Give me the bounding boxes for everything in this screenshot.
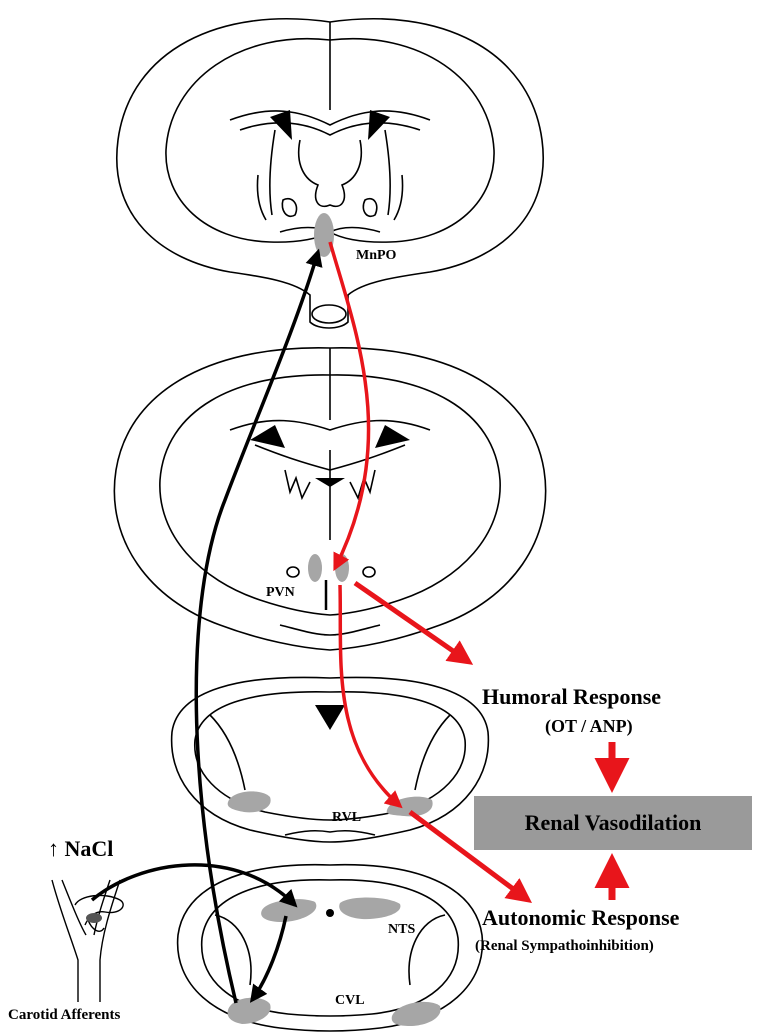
- renal-vasodilation-label: Renal Vasodilation: [525, 810, 702, 836]
- brain-section-pvn: [114, 348, 545, 650]
- label-nacl: ↑ NaCl: [48, 836, 113, 862]
- renal-vasodilation-box: Renal Vasodilation: [474, 796, 752, 850]
- rvl-nucleus-left: [228, 791, 271, 812]
- nts-to-cvl-arrow: [252, 916, 286, 1000]
- label-nts: NTS: [388, 922, 415, 938]
- brain-section-rvl: [172, 677, 489, 842]
- autonomic-response-subtitle: (Renal Sympathoinhibition): [475, 938, 654, 955]
- nts-nucleus-left: [261, 899, 316, 922]
- label-carotid-afferents: Carotid Afferents: [8, 1007, 120, 1024]
- brain-section-mnpo: [117, 19, 543, 328]
- pvn-nucleus-right: [335, 554, 349, 582]
- carotid-afferents-illustration: [52, 880, 123, 1002]
- nts-nucleus-right: [339, 897, 400, 919]
- cvl-nucleus-right: [392, 1002, 441, 1026]
- humoral-response-subtitle: (OT / ANP): [545, 716, 633, 737]
- pvn-nucleus-left: [308, 554, 322, 582]
- mnpo-to-pvn-arrow: [330, 242, 369, 568]
- label-cvl: CVL: [335, 993, 365, 1009]
- autonomic-response-title: Autonomic Response: [482, 905, 679, 931]
- label-mnpo: MnPO: [356, 248, 396, 264]
- humoral-response-title: Humoral Response: [482, 684, 661, 710]
- pvn-to-rvl-arrow: [340, 585, 400, 806]
- label-rvl: RVL: [332, 810, 361, 826]
- label-pvn: PVN: [266, 585, 295, 601]
